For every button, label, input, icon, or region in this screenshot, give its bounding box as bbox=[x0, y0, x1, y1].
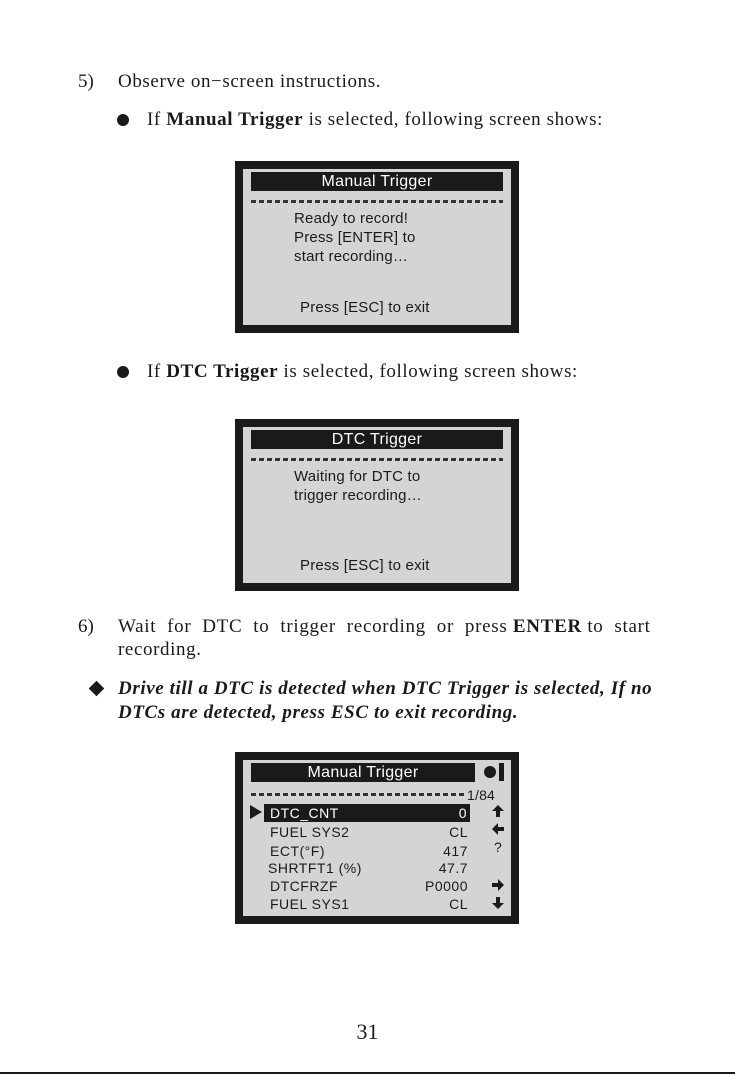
screen-line: Waiting for DTC to bbox=[294, 468, 421, 485]
divider bbox=[251, 458, 503, 461]
arrow-left-icon[interactable] bbox=[491, 822, 505, 836]
screen-line: Press [ENTER] to bbox=[294, 229, 416, 246]
data-row[interactable]: ECT(°F) 417 bbox=[270, 843, 468, 859]
signal-bar-icon bbox=[499, 763, 504, 781]
screen-line: start recording… bbox=[294, 248, 409, 265]
screen-title: DTC Trigger bbox=[251, 430, 503, 449]
step-text: Wait for DTC to trigger recording or pre… bbox=[118, 616, 651, 637]
selection-pointer-icon bbox=[250, 805, 262, 819]
manual-trigger-screen: Manual Trigger Ready to record! Press [E… bbox=[235, 161, 519, 333]
bullet-icon bbox=[117, 366, 129, 378]
data-row-selected[interactable]: DTC_CNT 0 bbox=[264, 804, 470, 822]
data-list-screen: Manual Trigger 1/84 DTC_CNT 0 FUEL SYS2 … bbox=[235, 752, 519, 924]
status-dot-icon bbox=[484, 766, 496, 778]
data-row[interactable]: SHRTFT1 (%) 47.7 bbox=[268, 860, 468, 876]
help-icon[interactable]: ? bbox=[494, 839, 502, 855]
screen-title: Manual Trigger bbox=[251, 172, 503, 191]
screen-footer: Press [ESC] to exit bbox=[300, 557, 430, 574]
bullet-icon bbox=[117, 114, 129, 126]
screen-footer: Press [ESC] to exit bbox=[300, 299, 430, 316]
screen-line: Ready to record! bbox=[294, 210, 409, 227]
data-row[interactable]: DTCFRZF P0000 bbox=[270, 878, 468, 894]
arrow-down-icon[interactable] bbox=[491, 896, 505, 910]
divider bbox=[251, 200, 503, 203]
bullet-dtc-text: If DTC Trigger is selected, following sc… bbox=[147, 361, 578, 382]
dtc-trigger-screen: DTC Trigger Waiting for DTC to trigger r… bbox=[235, 419, 519, 591]
step-text: Observe on−screen instructions. bbox=[118, 71, 382, 92]
screen-line: trigger recording… bbox=[294, 487, 422, 504]
step-number: 5) bbox=[78, 71, 94, 92]
divider bbox=[251, 793, 467, 796]
arrow-right-icon[interactable] bbox=[491, 878, 505, 892]
arrow-up-icon[interactable] bbox=[491, 804, 505, 818]
page-indicator: 1/84 bbox=[467, 787, 496, 803]
screen-title: Manual Trigger bbox=[251, 763, 475, 782]
note-text: DTCs are detected, press ESC to exit rec… bbox=[118, 702, 519, 723]
data-row[interactable]: FUEL SYS1 CL bbox=[270, 896, 468, 912]
step-text: recording. bbox=[118, 639, 202, 660]
note-text: Drive till a DTC is detected when DTC Tr… bbox=[118, 678, 653, 699]
bullet-manual-text: If Manual Trigger is selected, following… bbox=[147, 109, 603, 130]
page-number: 31 bbox=[356, 1019, 379, 1044]
bottom-rule bbox=[0, 1072, 735, 1074]
data-row[interactable]: FUEL SYS2 CL bbox=[270, 824, 468, 840]
diamond-bullet-icon bbox=[88, 680, 105, 697]
step-number: 6) bbox=[78, 616, 94, 637]
